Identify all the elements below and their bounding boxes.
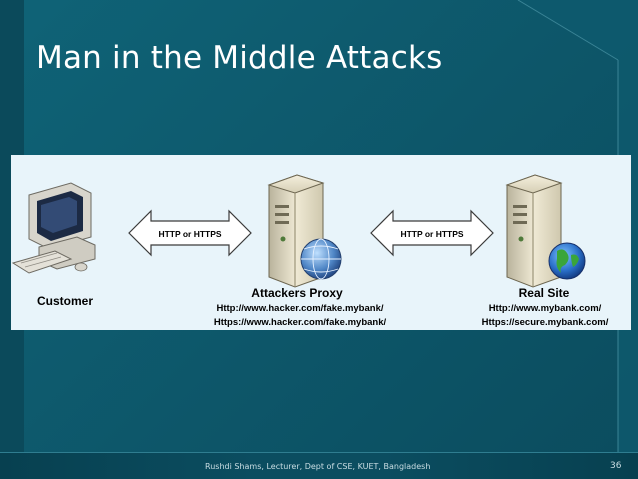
proxy-label: Attackers Proxy	[251, 286, 343, 300]
page-number: 36	[610, 461, 622, 471]
real-site-server-icon	[505, 174, 563, 288]
footer-text: Rushdi Shams, Lecturer, Dept of CSE, KUE…	[205, 462, 431, 471]
right-bidirectional-arrow	[370, 209, 494, 257]
left-bidirectional-arrow	[128, 209, 252, 257]
proxy-globe-icon	[300, 238, 342, 280]
arrow-left-label: HTTP or HTTPS	[158, 229, 221, 239]
mitm-diagram: HTTP or HTTPS HTTP or HTTPS Customer Att…	[11, 155, 631, 330]
real-site-url-https: Https://secure.mybank.com/	[482, 317, 609, 328]
customer-label: Customer	[37, 294, 93, 308]
slide-title: Man in the Middle Attacks	[36, 40, 443, 76]
proxy-url-http: Http://www.hacker.com/fake.mybank/	[216, 303, 383, 314]
bottom-decoration-band	[0, 452, 638, 479]
arrow-right-label: HTTP or HTTPS	[400, 229, 463, 239]
real-site-label: Real Site	[519, 286, 570, 300]
proxy-url-https: Https://www.hacker.com/fake.mybank/	[214, 317, 387, 328]
real-site-url-http: Http://www.mybank.com/	[489, 303, 602, 314]
real-site-globe-icon	[548, 242, 586, 280]
customer-computer-icon	[11, 182, 96, 274]
